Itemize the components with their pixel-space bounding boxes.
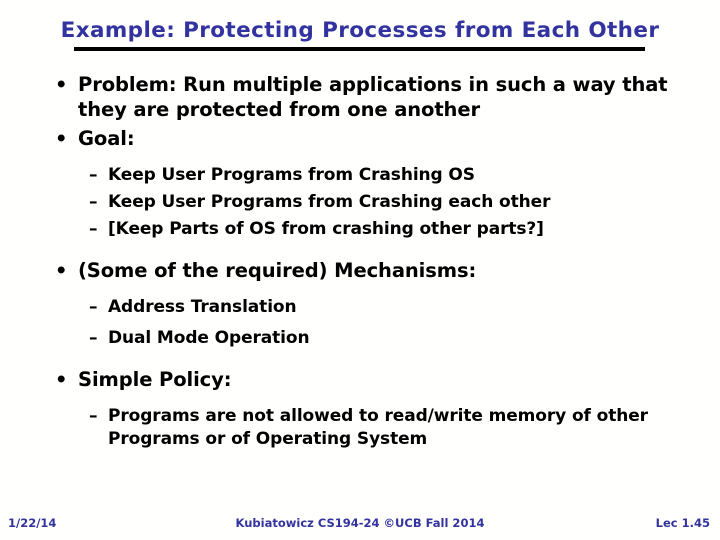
page-title: Example: Protecting Processes from Each … xyxy=(60,18,660,43)
dash-marker-icon: – xyxy=(89,328,98,348)
slide-body: • Problem: Run multiple applications in … xyxy=(0,72,720,451)
sub-bullet-text: Keep User Programs from Crashing OS xyxy=(108,165,475,185)
bullet-text: Simple Policy: xyxy=(78,368,232,391)
spacer xyxy=(0,151,720,164)
bullet-dot-icon: • xyxy=(55,368,68,391)
slide-footer: 1/22/14 Kubiatowicz CS194-24 ©UCB Fall 2… xyxy=(0,514,720,536)
title-block: Example: Protecting Processes from Each … xyxy=(0,18,720,44)
dash-marker-icon: – xyxy=(89,297,98,317)
spacer xyxy=(0,319,720,327)
bullet-dot-icon: • xyxy=(55,127,68,150)
dash-marker-icon: – xyxy=(89,406,98,426)
footer-lecture-number: Lec 1.45 xyxy=(655,516,710,530)
bullet-dot-icon: • xyxy=(55,73,68,96)
sub-bullet-text: Keep User Programs from Crashing each ot… xyxy=(108,192,551,212)
spacer xyxy=(0,392,720,405)
bullet-item-problem: • Problem: Run multiple applications in … xyxy=(0,72,720,122)
sub-bullet-text: [Keep Parts of OS from crashing other pa… xyxy=(108,219,544,239)
spacer xyxy=(0,350,720,367)
spacer xyxy=(0,241,720,258)
sub-bullet-item-crash-each-other: – Keep User Programs from Crashing each … xyxy=(0,191,720,214)
sub-bullet-item-os-parts: – [Keep Parts of OS from crashing other … xyxy=(0,218,720,241)
sub-bullet-text: Dual Mode Operation xyxy=(108,328,310,348)
title-underline-rule xyxy=(74,47,645,51)
spacer xyxy=(0,283,720,296)
sub-bullet-item-dual-mode: – Dual Mode Operation xyxy=(0,327,720,350)
dash-marker-icon: – xyxy=(89,165,98,185)
footer-attribution: Kubiatowicz CS194-24 ©UCB Fall 2014 xyxy=(235,516,485,530)
bullet-text: Goal: xyxy=(78,127,135,150)
sub-bullet-item-no-readwrite: – Programs are not allowed to read/write… xyxy=(0,405,720,451)
bullet-text: (Some of the required) Mechanisms: xyxy=(78,259,477,282)
sub-bullet-text: Programs are not allowed to read/write m… xyxy=(108,406,648,449)
dash-marker-icon: – xyxy=(89,192,98,212)
footer-date: 1/22/14 xyxy=(8,516,57,530)
bullet-text: Problem: Run multiple applications in su… xyxy=(78,73,668,121)
dash-marker-icon: – xyxy=(89,219,98,239)
sub-bullet-text: Address Translation xyxy=(108,297,297,317)
bullet-item-goal: • Goal: xyxy=(0,126,720,151)
sub-bullet-item-crash-os: – Keep User Programs from Crashing OS xyxy=(0,164,720,187)
bullet-dot-icon: • xyxy=(55,259,68,282)
sub-bullet-item-address-translation: – Address Translation xyxy=(0,296,720,319)
bullet-item-mechanisms: • (Some of the required) Mechanisms: xyxy=(0,258,720,283)
bullet-item-simple-policy: • Simple Policy: xyxy=(0,367,720,392)
